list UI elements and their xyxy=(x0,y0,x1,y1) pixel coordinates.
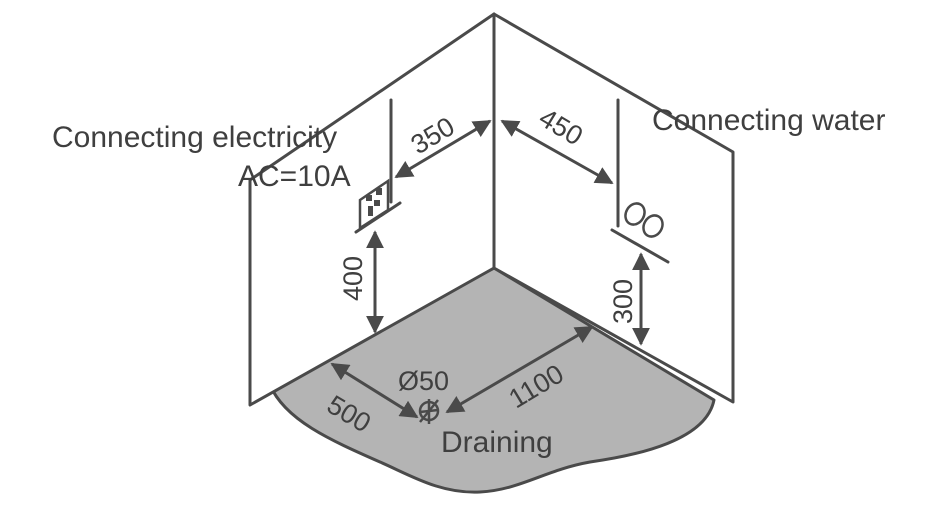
water-base-line xyxy=(610,228,670,264)
dim-arrow-1100 xyxy=(445,325,594,414)
dim-arrow-450 xyxy=(500,119,614,185)
drain-diameter-label: Ø50 xyxy=(398,366,449,396)
drain-icon xyxy=(418,399,440,424)
dim-label-300: 300 xyxy=(608,279,638,324)
water-connection-icon xyxy=(624,202,664,238)
draining-label: Draining xyxy=(441,426,553,459)
socket-base-line xyxy=(354,201,402,234)
right-wall xyxy=(492,12,735,404)
water-label: Connecting water xyxy=(652,104,885,137)
dim-label-400: 400 xyxy=(338,256,368,301)
electricity-label: Connecting electricity xyxy=(52,121,337,154)
dim-arrow-500 xyxy=(330,362,419,419)
ac-rating-label: AC=10A xyxy=(238,160,351,193)
dim-arrow-350 xyxy=(394,119,492,179)
